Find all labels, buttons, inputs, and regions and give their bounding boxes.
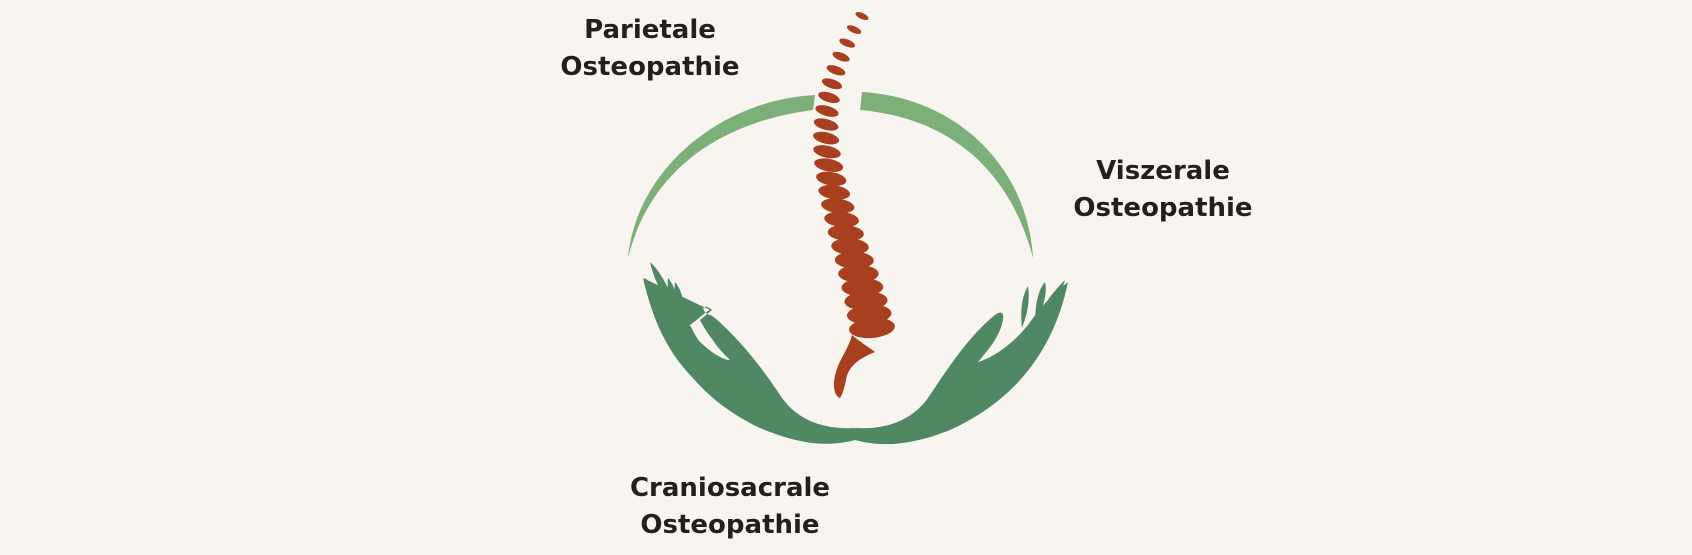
vertebra bbox=[827, 225, 864, 241]
vertebra bbox=[824, 211, 859, 228]
vertebra bbox=[839, 38, 856, 48]
right-fingers bbox=[1021, 280, 1065, 328]
label-parietal-line2: Osteopathie bbox=[560, 52, 740, 82]
label-parietal-line1: Parietale bbox=[584, 15, 716, 45]
vertebra bbox=[818, 185, 851, 200]
vertebra bbox=[818, 91, 840, 104]
vertebra bbox=[838, 264, 879, 283]
left-fingers bbox=[650, 262, 685, 325]
vertebra bbox=[813, 145, 841, 159]
vertebra bbox=[813, 131, 840, 145]
label-visceral: Viszerale Osteopathie bbox=[1073, 153, 1252, 227]
vertebra bbox=[834, 251, 874, 269]
vertebra bbox=[816, 171, 847, 186]
sacrum bbox=[833, 335, 875, 398]
vertebra bbox=[826, 65, 846, 76]
vertebra bbox=[831, 238, 869, 255]
label-craniosacral-line1: Craniosacrale bbox=[629, 473, 831, 503]
left-hand bbox=[643, 278, 858, 439]
label-craniosacral: Craniosacrale Osteopathie bbox=[630, 470, 830, 544]
vertebra bbox=[821, 198, 855, 214]
label-parietal: Parietale Osteopathie bbox=[560, 12, 739, 86]
label-craniosacral-line2: Osteopathie bbox=[640, 510, 820, 540]
left-hand-palm bbox=[645, 278, 856, 444]
label-visceral-line2: Osteopathie bbox=[1073, 193, 1253, 223]
right-hand-palm bbox=[855, 282, 1068, 445]
vertebra bbox=[832, 51, 850, 62]
vertebra bbox=[814, 158, 844, 172]
vertebra bbox=[821, 78, 843, 90]
label-visceral-line1: Viszerale bbox=[1096, 156, 1230, 186]
vertebra bbox=[855, 11, 869, 21]
vertebra bbox=[815, 105, 839, 117]
vertebra bbox=[813, 118, 839, 131]
left-arc bbox=[628, 95, 815, 258]
right-arc bbox=[860, 92, 1033, 258]
vertebra bbox=[846, 25, 862, 34]
spine-illustration bbox=[813, 11, 895, 339]
vertebra bbox=[849, 317, 895, 339]
